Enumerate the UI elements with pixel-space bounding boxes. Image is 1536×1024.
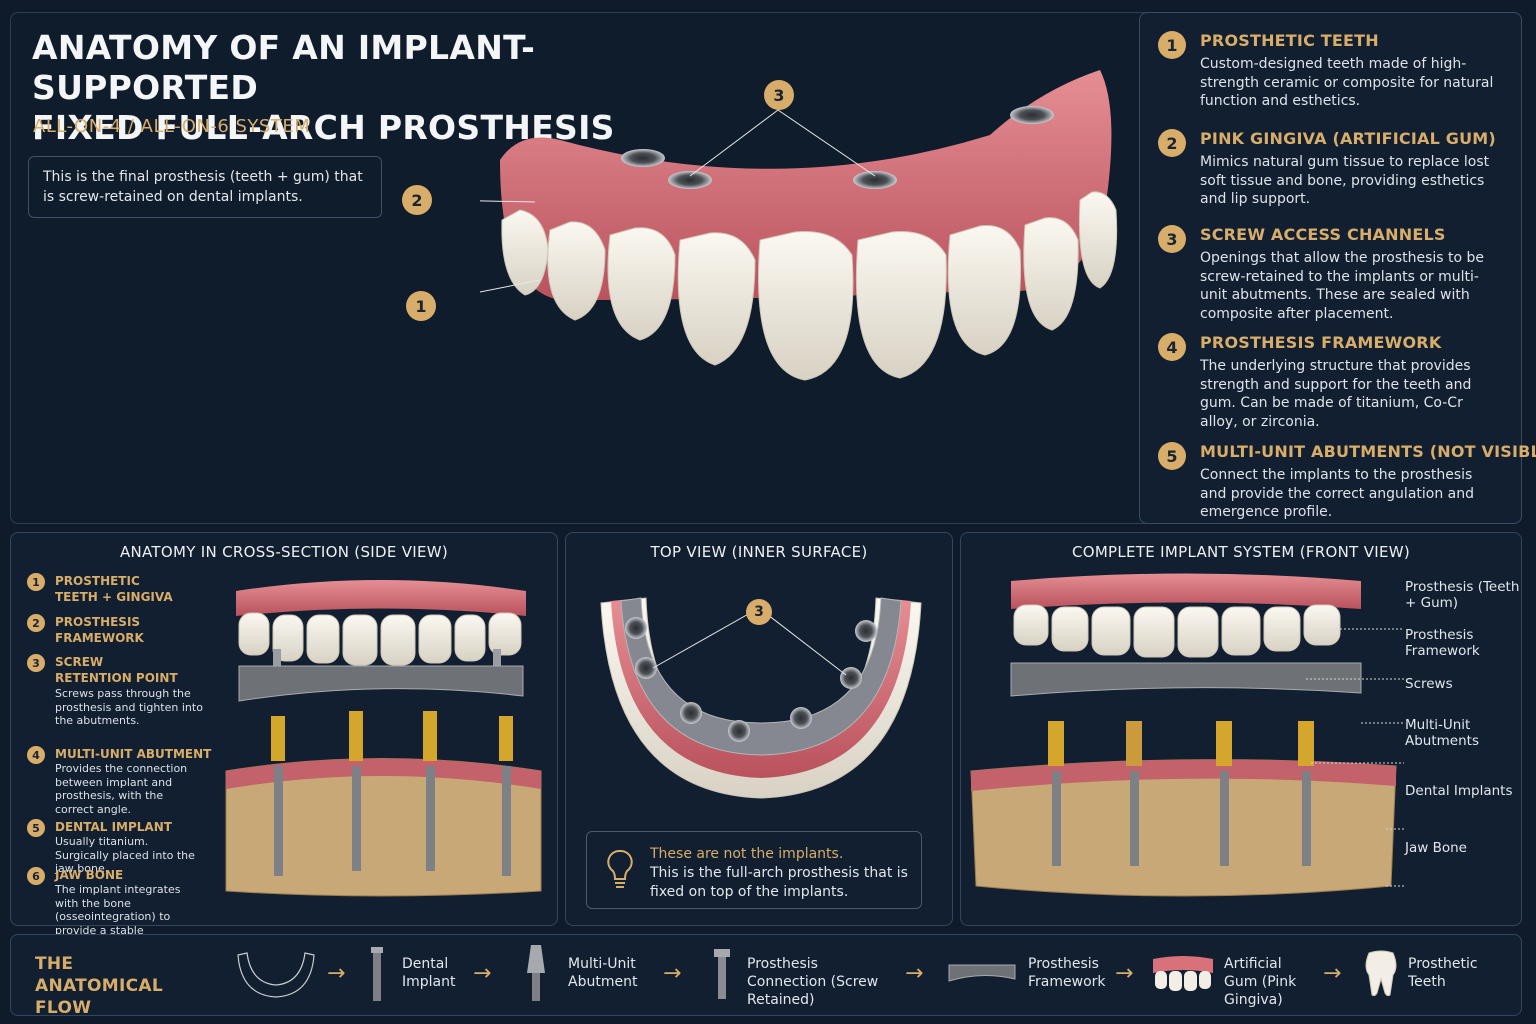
screw-icon [714,949,730,999]
flow-step: Prosthesis Framework [1028,956,1106,990]
flow-title: THE ANATOMICAL FLOW [35,954,163,1018]
dental-implant-icon [371,947,383,1001]
label-number: 5 [27,819,45,837]
front-view-illustration [970,573,1404,897]
front-label: Prosthesis (Teeth + Gum) [1405,579,1520,611]
panel-title: TOP VIEW (INNER SURFACE) [650,543,868,561]
front-view-panel: COMPLETE IMPLANT SYSTEM (FRONT VIEW) Pro… [960,532,1522,926]
flow-arrow: → [327,961,346,986]
flow-arrow: → [473,961,492,986]
legend-number: 2 [1158,129,1186,157]
page-title: ANATOMY OF AN IMPLANT-SUPPORTED FIXED FU… [32,28,615,147]
tip-headline: These are not the implants. [650,846,844,862]
callout-3: 3 [764,80,794,110]
lightbulb-icon [607,849,633,888]
flow-step: Prosthetic Teeth [1408,956,1478,990]
flow-arrow: → [905,961,924,986]
callout-1: 1 [406,291,436,321]
label-number: 1 [27,573,45,591]
cross-section-panel: ANATOMY IN CROSS-SECTION (SIDE VIEW) 1 P… [10,532,558,950]
flow-step: Dental Implant [402,956,456,990]
legend-number: 1 [1158,31,1186,59]
label-desc: Usually titanium. Surgically placed into… [55,835,195,875]
flow-step: Artificial Gum (Pink Gingiva) [1224,956,1297,1008]
legend-number: 4 [1158,333,1186,361]
label-number: 3 [27,654,45,672]
label-desc: Screws pass through the prosthesis and t… [55,687,203,727]
abutment-icon [527,945,545,1001]
full-arch-prosthesis-illustration [480,70,1118,381]
label-title: DENTAL IMPLANT [55,820,172,834]
legend-number: 5 [1158,442,1186,470]
flow-arrow: → [1115,961,1134,986]
label-desc: Provides the connection between implant … [55,762,188,816]
legend-title: MULTI-UNIT ABUTMENTS (NOT VISIBLE) [1200,442,1536,461]
front-label: Jaw Bone [1405,840,1467,856]
label-number: 2 [27,614,45,632]
anatomical-flow-strip: THE ANATOMICAL FLOW → Dental Implant → M… [10,934,1522,1018]
legend-desc: The underlying structure that provides s… [1200,358,1472,430]
tip-box: These are not the implants. This is the … [586,831,922,909]
flow-arrow: → [663,961,682,986]
page-subtitle: ALL-ON-4 / ALL-ON-6 SYSTEM [33,116,311,137]
legend-desc: Custom-designed teeth made of high-stren… [1200,56,1494,109]
legend-desc: Mimics natural gum tissue to replace los… [1200,154,1490,207]
legend-panel: 1 PROSTHETIC TEETH Custom-designed teeth… [1139,12,1536,524]
intro-box: This is the final prosthesis (teeth + gu… [28,156,382,218]
front-label: Dental Implants [1405,783,1513,799]
legend-title: PROSTHETIC TEETH [1200,31,1379,50]
legend-number: 3 [1158,225,1186,253]
tip-text: This is the full-arch prosthesis that is… [650,865,908,900]
cross-section-illustration [225,580,542,897]
label-title: PROSTHETIC TEETH + GINGIVA [55,574,173,604]
top-view-illustration [600,597,922,799]
front-label: Multi-Unit Abutments [1405,717,1479,749]
flow-step: Prosthesis Connection (Screw Retained) [747,956,879,1008]
gum-icon [1153,956,1213,991]
front-label: Screws [1405,676,1453,692]
label-number: 4 [27,746,45,764]
top-view-panel: TOP VIEW (INNER SURFACE) 3 These are not… [565,532,953,926]
flow-step: Multi-Unit Abutment [568,956,638,990]
front-label: Prosthesis Framework [1405,627,1480,659]
legend-desc: Openings that allow the prosthesis to be… [1200,250,1485,322]
label-title: JAW BONE [55,868,124,882]
tooth-icon [1365,950,1397,997]
label-title: SCREW RETENTION POINT [55,655,178,685]
panel-title: ANATOMY IN CROSS-SECTION (SIDE VIEW) [119,543,449,561]
flow-arrow: → [1323,961,1342,986]
legend-title: PROSTHESIS FRAMEWORK [1200,333,1442,352]
jaw-bone-icon [237,952,315,998]
legend-title: SCREW ACCESS CHANNELS [1200,225,1446,244]
panel-title: COMPLETE IMPLANT SYSTEM (FRONT VIEW) [1071,543,1411,561]
label-title: MULTI-UNIT ABUTMENT [55,747,212,761]
callout-3: 3 [746,599,772,625]
callout-2: 2 [402,185,432,215]
label-number: 6 [27,867,45,885]
framework-icon [948,964,1016,982]
legend-desc: Connect the implants to the prosthesis a… [1200,467,1474,520]
label-title: PROSTHESIS FRAMEWORK [55,615,144,645]
legend-title: PINK GINGIVA (ARTIFICIAL GUM) [1200,129,1496,148]
